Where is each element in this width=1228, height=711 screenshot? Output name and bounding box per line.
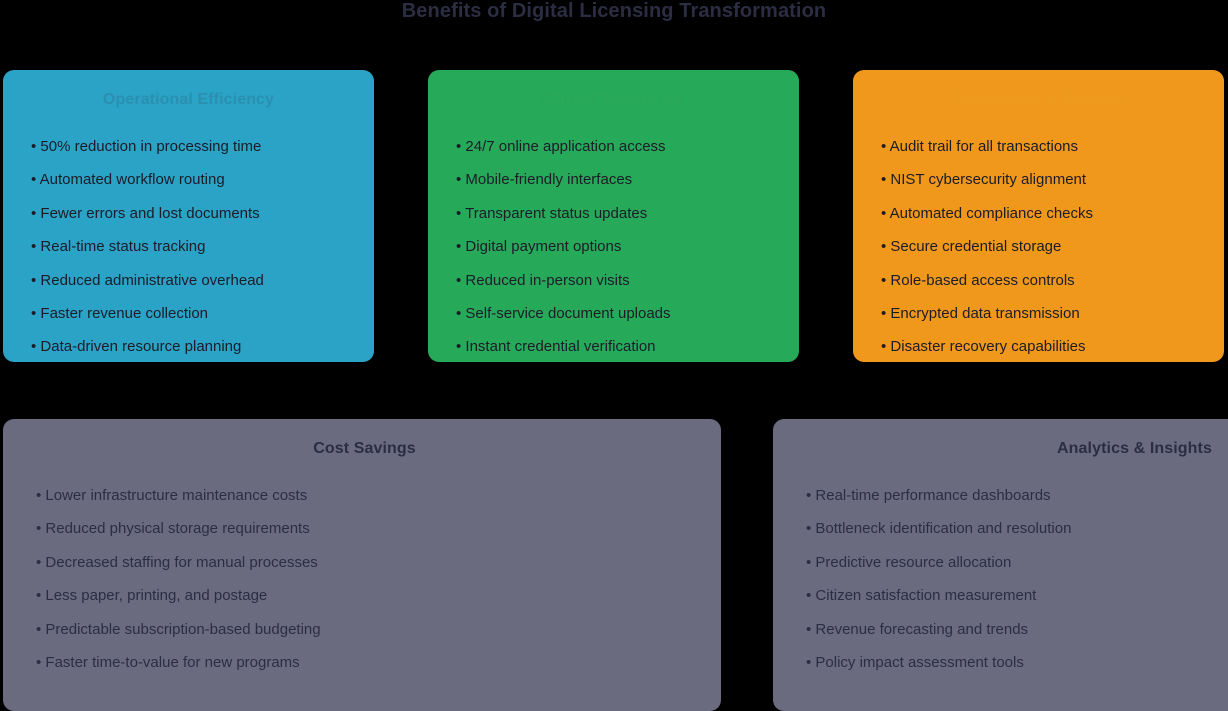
list-item: • Citizen satisfaction measurement bbox=[806, 587, 1037, 605]
benefit-list-operational-efficiency: • 50% reduction in processing time • Aut… bbox=[31, 130, 346, 362]
list-item: • Predictive resource allocation bbox=[806, 553, 1012, 571]
list-item: • Real-time performance dashboards bbox=[806, 487, 1051, 504]
list-item: • NIST cybersecurity alignment bbox=[881, 171, 1087, 189]
list-item: • Faster time-to-value for new programs bbox=[36, 654, 300, 672]
card-citizen-experience: Citizen Experience • 24/7 online applica… bbox=[428, 70, 799, 362]
benefit-list-compliance-security: • Audit trail for all transactions • NIS… bbox=[881, 130, 1196, 362]
card-cost-savings: Cost Savings • Lower infrastructure main… bbox=[3, 419, 721, 711]
card-analytics-insights: Analytics & Insights • Real-time perform… bbox=[773, 419, 1228, 711]
page-title: Benefits of Digital Licensing Transforma… bbox=[401, 0, 827, 22]
list-item: • Reduced administrative overhead bbox=[31, 271, 264, 289]
list-item: • Fewer errors and lost documents bbox=[31, 204, 260, 222]
list-item: • Revenue forecasting and trends bbox=[806, 620, 1029, 638]
list-item: • Transparent status updates bbox=[456, 204, 648, 222]
list-item: • Predictable subscription-based budgeti… bbox=[36, 620, 321, 638]
list-item: • Reduced in-person visits bbox=[456, 271, 630, 289]
list-item: • Data-driven resource planning bbox=[31, 338, 242, 356]
list-item: • Reduced physical storage requirements bbox=[36, 520, 310, 538]
list-item: • Real-time status tracking bbox=[31, 238, 206, 256]
bottom-card-row: Cost Savings • Lower infrastructure main… bbox=[3, 419, 1228, 711]
list-item: • Automated workflow routing bbox=[31, 171, 225, 189]
card-title-operational-efficiency: Operational Efficiency bbox=[102, 91, 275, 108]
list-item: • 50% reduction in processing time bbox=[31, 138, 262, 155]
list-item: • 24/7 online application access bbox=[456, 138, 666, 155]
list-item: • Less paper, printing, and postage bbox=[36, 587, 268, 605]
list-item: • Secure credential storage bbox=[881, 238, 1062, 256]
list-item: • Audit trail for all transactions bbox=[881, 138, 1079, 155]
list-item: • Instant credential verification bbox=[456, 338, 656, 356]
card-title-cost-savings: Cost Savings bbox=[313, 440, 416, 457]
list-item: • Disaster recovery capabilities bbox=[881, 338, 1086, 356]
list-item: • Self-service document uploads bbox=[456, 305, 671, 323]
list-item: • Role-based access controls bbox=[881, 271, 1075, 289]
top-card-row: Operational Efficiency • 50% reduction i… bbox=[3, 70, 1228, 362]
list-item: • Policy impact assessment tools bbox=[806, 654, 1024, 672]
card-operational-efficiency: Operational Efficiency • 50% reduction i… bbox=[3, 70, 374, 362]
list-item: • Encrypted data transmission bbox=[881, 305, 1080, 323]
card-title-citizen-experience: Citizen Experience bbox=[541, 91, 686, 108]
list-item: • Lower infrastructure maintenance costs bbox=[36, 487, 308, 504]
card-title-analytics-insights: Analytics & Insights bbox=[1057, 440, 1212, 457]
list-item: • Faster revenue collection bbox=[31, 305, 209, 323]
list-item: • Digital payment options bbox=[456, 238, 622, 256]
card-title-compliance-security: Compliance & Security bbox=[950, 91, 1127, 108]
benefit-list-analytics-insights: • Real-time performance dashboards • Bot… bbox=[806, 479, 1228, 679]
list-item: • Decreased staffing for manual processe… bbox=[36, 553, 318, 571]
list-item: • Mobile-friendly interfaces bbox=[456, 171, 633, 189]
card-compliance-security: Compliance & Security • Audit trail for … bbox=[853, 70, 1224, 362]
list-item: • Bottleneck identification and resoluti… bbox=[806, 520, 1072, 538]
benefit-list-cost-savings: • Lower infrastructure maintenance costs… bbox=[36, 479, 693, 679]
benefit-list-citizen-experience: • 24/7 online application access • Mobil… bbox=[456, 130, 771, 362]
list-item: • Automated compliance checks bbox=[881, 204, 1094, 222]
